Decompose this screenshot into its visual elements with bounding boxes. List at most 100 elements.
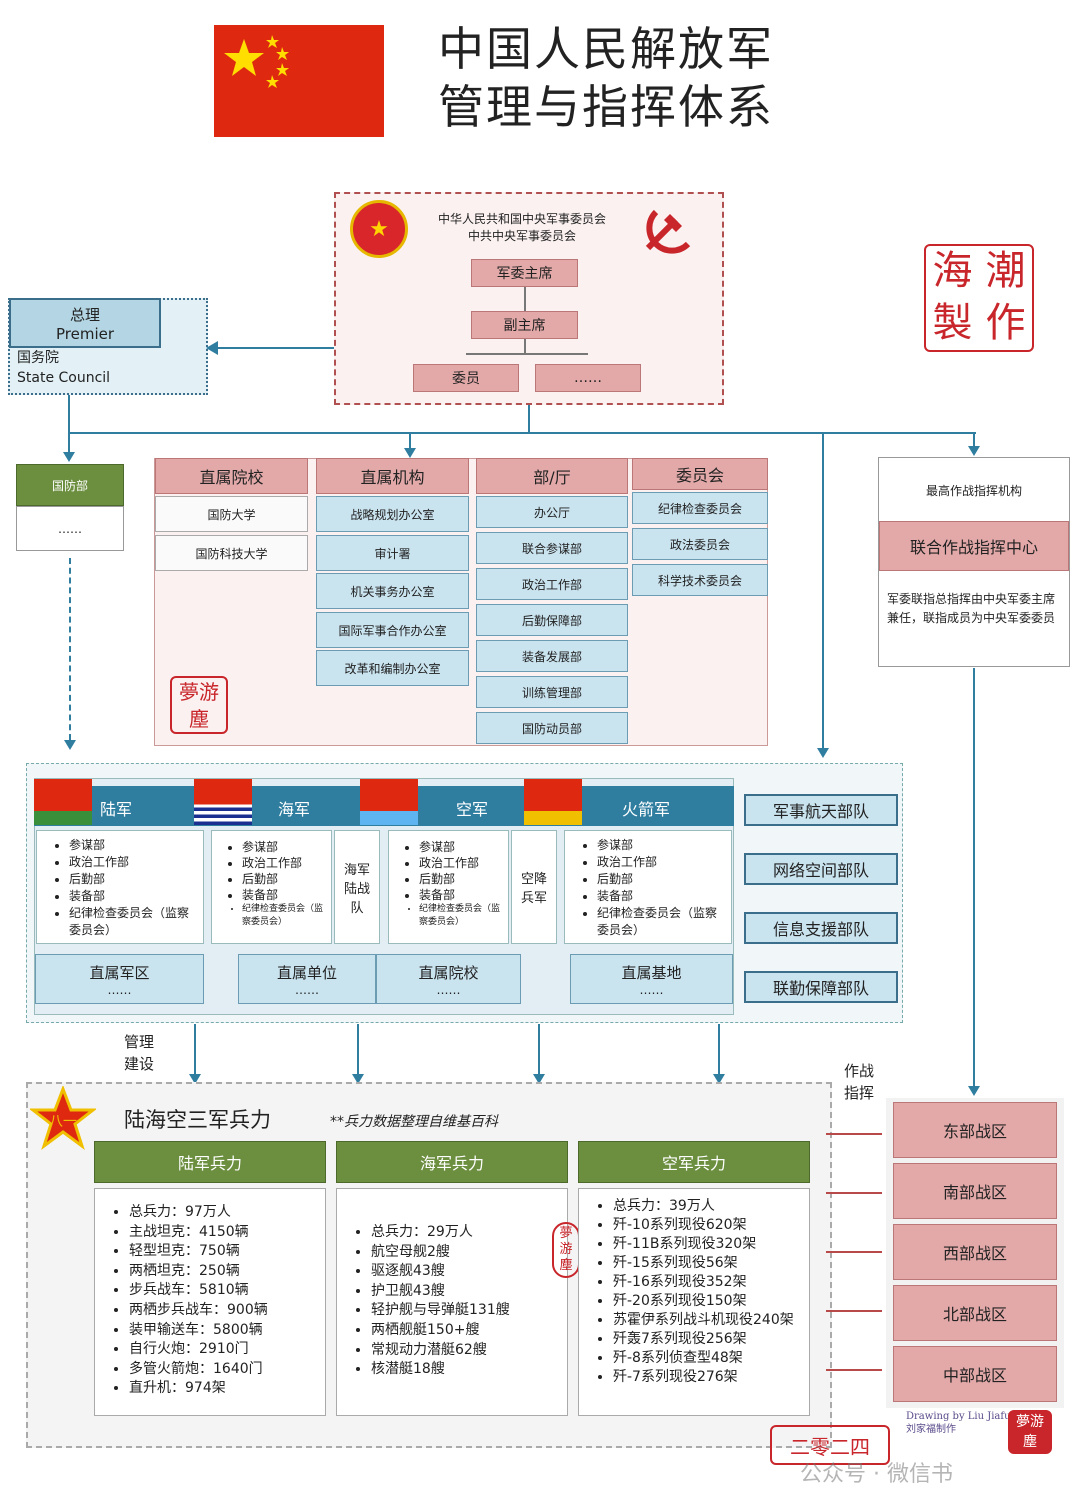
list-item: 轻型坦克：750辆 (129, 1242, 325, 1262)
subunit-name: 直属院校 (418, 963, 479, 982)
list-item: 歼-7系列现役276架 (613, 1368, 803, 1387)
column-header: 部/厅 (476, 458, 628, 494)
column-item: 机关事务办公室 (316, 573, 469, 609)
stamp-char: 製 (932, 300, 973, 346)
column-item: 训练管理部 (476, 676, 628, 708)
column-item: 国际军事合作办公室 (316, 612, 469, 648)
stamp-char: 夢 (1016, 1414, 1030, 1430)
army-force-header: 陆军兵力 (94, 1141, 326, 1183)
state-council-en: State Council (17, 370, 111, 386)
state-council-cn: 国务院 (17, 350, 59, 366)
list-item: 装备部 (242, 887, 329, 903)
airforce-flag-icon (360, 779, 418, 825)
flag-stars-icon (224, 35, 289, 88)
stamp-char: 游 (199, 679, 219, 704)
column-header: 委员会 (632, 458, 768, 490)
cmc-name-state: 中华人民共和国中央军事委员会 (437, 212, 606, 226)
stamp-char: 夢 (559, 1226, 573, 1241)
combat-label: 作战指挥 (844, 1062, 875, 1102)
list-item: 苏霍伊系列战斗机现役240架 (613, 1311, 803, 1330)
service-items: 参谋部 政治工作部 后勤部 装备部 纪律检查委员会（监察委员会） (211, 830, 332, 944)
mengyou-stamp: 夢游塵 (170, 676, 228, 734)
mengyou-stamp: 夢游塵 (552, 1222, 580, 1278)
connector (822, 432, 824, 750)
cmc-chairman: 军委主席 (471, 259, 578, 287)
force-box: 信息支援部队 (744, 912, 898, 944)
stamp-char: 塵 (1023, 1434, 1037, 1450)
column-item: 政治工作部 (476, 568, 628, 600)
arrow-left-icon (826, 1192, 882, 1194)
page-title: 中国人民解放军 管理与指挥体系 (438, 20, 838, 136)
arrow-down-icon (713, 1074, 725, 1084)
subunit-more: …… (295, 982, 319, 997)
manage-label: 管理建设 (124, 1033, 155, 1073)
arrow-down-icon (64, 740, 76, 750)
list-item: 装备部 (597, 888, 727, 905)
cmc-name-party: 中共中央军事委员会 (467, 229, 576, 243)
army-force-list: 总兵力：97万人 主战坦克：4150辆 轻型坦克：750辆 两栖坦克：250辆 … (94, 1188, 326, 1416)
air-force-list: 总兵力：39万人 歼-10系列现役620架 歼-11B系列现役320架 歼-15… (578, 1188, 810, 1416)
subunit-name: 直属军区 (89, 963, 150, 982)
column-item: 国防科技大学 (155, 535, 308, 571)
army-flag-icon (34, 779, 92, 825)
subunit-name: 直属单位 (276, 963, 337, 982)
subunit-more: …… (639, 982, 664, 997)
list-item: 主战坦克：4150辆 (129, 1223, 325, 1243)
service-name: 火箭军 (622, 800, 671, 819)
theater-box: 西部战区 (893, 1224, 1057, 1280)
column-item: 改革和编制办公室 (316, 650, 469, 686)
connector (973, 668, 975, 1088)
arrow-down-icon (968, 446, 980, 456)
list-item: 后勤部 (69, 871, 199, 888)
connector (466, 353, 588, 355)
connector (357, 1024, 359, 1076)
connector (409, 432, 411, 452)
year-stamp: 二零二四 (770, 1425, 890, 1465)
subunit-more: …… (436, 982, 461, 997)
joint-center: 联合作战指挥中心 (879, 521, 1069, 571)
list-item: 政治工作部 (597, 854, 727, 871)
column-item: 后勤保障部 (476, 604, 628, 636)
arrow-down-icon (817, 748, 829, 758)
rocket-flag-icon (524, 779, 582, 825)
credit: Drawing by Liu Jiafu 刘家福制作 (906, 1410, 1011, 1436)
stamp-char: 游 (559, 1242, 573, 1257)
column-item: 装备发展部 (476, 640, 628, 672)
subunit-name: 直属基地 (621, 963, 682, 982)
list-item: 两栖坦克：250辆 (129, 1262, 325, 1282)
column-item: 国防动员部 (476, 712, 628, 744)
joint-top: 最高作战指挥机构 (925, 483, 1022, 498)
list-item: 装备部 (419, 887, 506, 903)
connector (718, 1024, 720, 1076)
list-item: 歼-20系列现役150架 (613, 1292, 803, 1311)
list-item: 纪律检查委员会（监察委员会） (419, 903, 506, 929)
subunit-box: 直属基地 …… (570, 954, 733, 1004)
list-item: 护卫舰43艘 (371, 1282, 567, 1302)
credit-cn: 刘家福制作 (906, 1424, 956, 1435)
subunit-box: 直属院校 …… (376, 954, 521, 1004)
column-item: 科学技术委员会 (632, 564, 768, 596)
list-item: 政治工作部 (69, 854, 199, 871)
list-item: 后勤部 (242, 871, 329, 887)
service-items: 参谋部 政治工作部 后勤部 装备部 纪律检查委员会（监察委员会） (564, 830, 732, 944)
list-item: 常规动力潜艇62艘 (371, 1341, 567, 1361)
theater-box: 南部战区 (893, 1163, 1057, 1219)
column-item: 战略规划办公室 (316, 496, 469, 532)
premier-box: 总理 Premier (9, 298, 161, 348)
arrow-down-icon (533, 1074, 545, 1084)
china-flag (214, 25, 384, 137)
list-item: 纪律检查委员会（监察委员会） (242, 903, 329, 929)
air-force-header: 空军兵力 (578, 1141, 810, 1183)
list-item: 政治工作部 (242, 855, 329, 871)
mod-header: 国防部 (16, 464, 124, 506)
title-line-2: 管理与指挥体系 (438, 80, 774, 134)
arrow-left-icon (826, 1310, 882, 1312)
national-emblem-icon: ★ (350, 200, 408, 258)
three-armies-note: **兵力数据整理自维基百科 (330, 1114, 498, 1130)
list-item: 总兵力：29万人 (371, 1223, 567, 1243)
title-line-1: 中国人民解放军 (438, 22, 774, 76)
subunit-box: 直属单位 …… (238, 954, 376, 1004)
list-item: 总兵力：97万人 (129, 1203, 325, 1223)
list-item: 核潜艇18艘 (371, 1360, 567, 1380)
stamp-char: 塵 (189, 706, 209, 731)
